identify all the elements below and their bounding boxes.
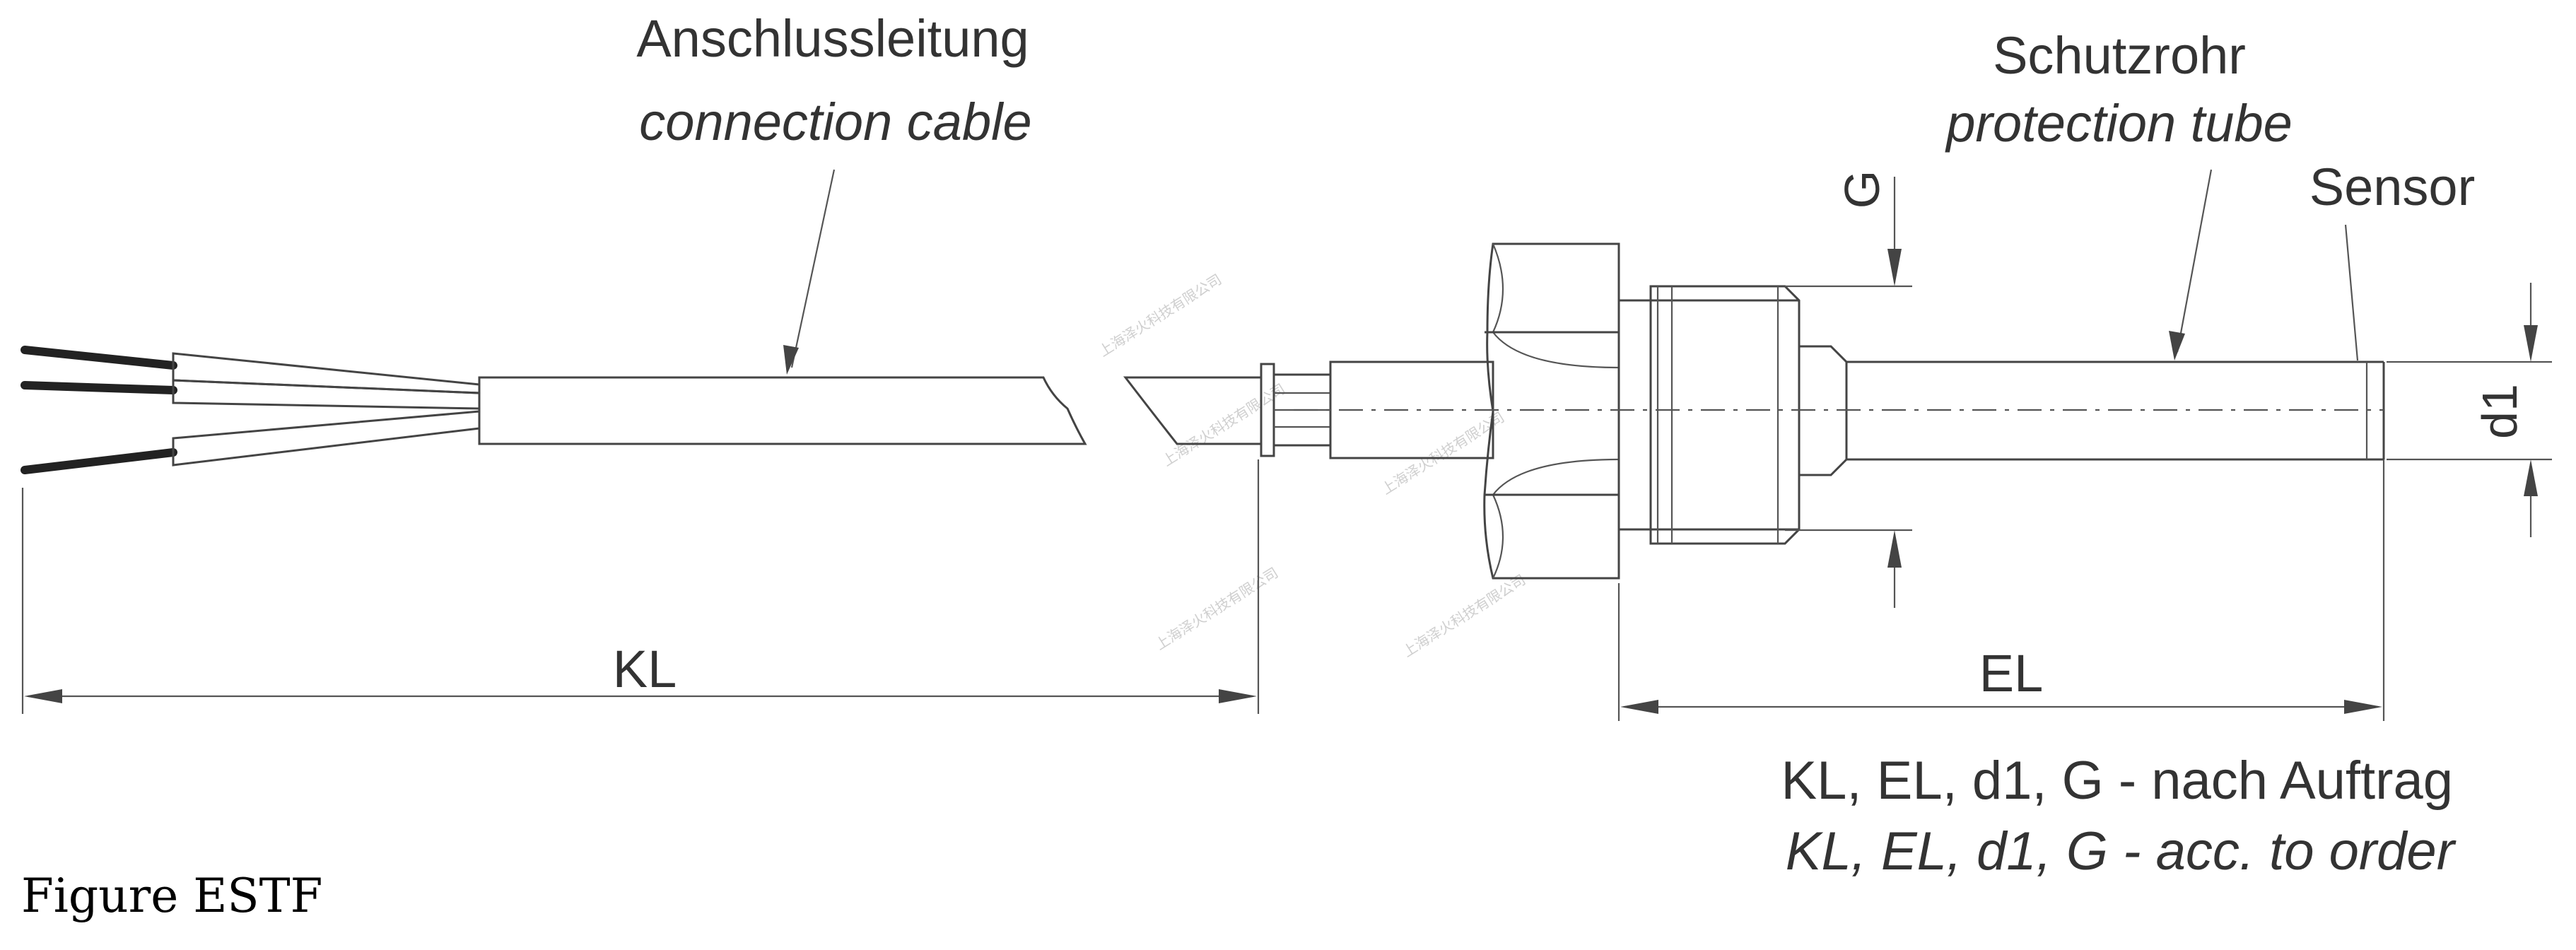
svg-text:上海泽火科技有限公司: 上海泽火科技有限公司	[1096, 271, 1224, 360]
leader-lines	[783, 169, 2359, 375]
watermark: 上海泽火科技有限公司 上海泽火科技有限公司 上海泽火科技有限公司 上海泽火科技有…	[1096, 271, 1528, 660]
svg-text:上海泽火科技有限公司: 上海泽火科技有限公司	[1400, 571, 1528, 660]
label-tube-de: Schutzrohr	[1993, 26, 2246, 85]
dimension-g	[1785, 177, 1912, 608]
note-order-en: KL, EL, d1, G - acc. to order	[1786, 821, 2457, 881]
note-order-de: KL, EL, d1, G - nach Auftrag	[1781, 751, 2453, 811]
dimension-d1	[2387, 283, 2552, 537]
wire-insulation	[172, 352, 481, 467]
label-sensor: Sensor	[2309, 158, 2475, 216]
cable-wires	[21, 346, 177, 474]
dimension-el	[1617, 459, 2385, 721]
label-tube-en: protection tube	[1945, 94, 2293, 153]
label-dim-g: G	[1834, 170, 1890, 209]
thread-section	[1617, 285, 1801, 545]
label-dim-kl: KL	[613, 640, 677, 698]
label-cable-en: connection cable	[639, 93, 1031, 151]
hex-nut	[1483, 242, 1620, 580]
figure-caption: Figure ESTF	[21, 869, 322, 923]
label-dim-d1: d1	[2472, 384, 2527, 439]
cable-jacket	[478, 376, 1087, 445]
cable-break-segment	[1123, 376, 1263, 445]
wire-bottom	[21, 448, 177, 474]
dimension-kl	[21, 459, 1260, 714]
svg-text:上海泽火科技有限公司: 上海泽火科技有限公司	[1152, 564, 1281, 653]
label-cable-de: Anschlussleitung	[636, 9, 1029, 68]
wire-middle	[21, 381, 177, 394]
wire-top	[21, 346, 177, 370]
label-dim-el: EL	[1979, 644, 2044, 703]
